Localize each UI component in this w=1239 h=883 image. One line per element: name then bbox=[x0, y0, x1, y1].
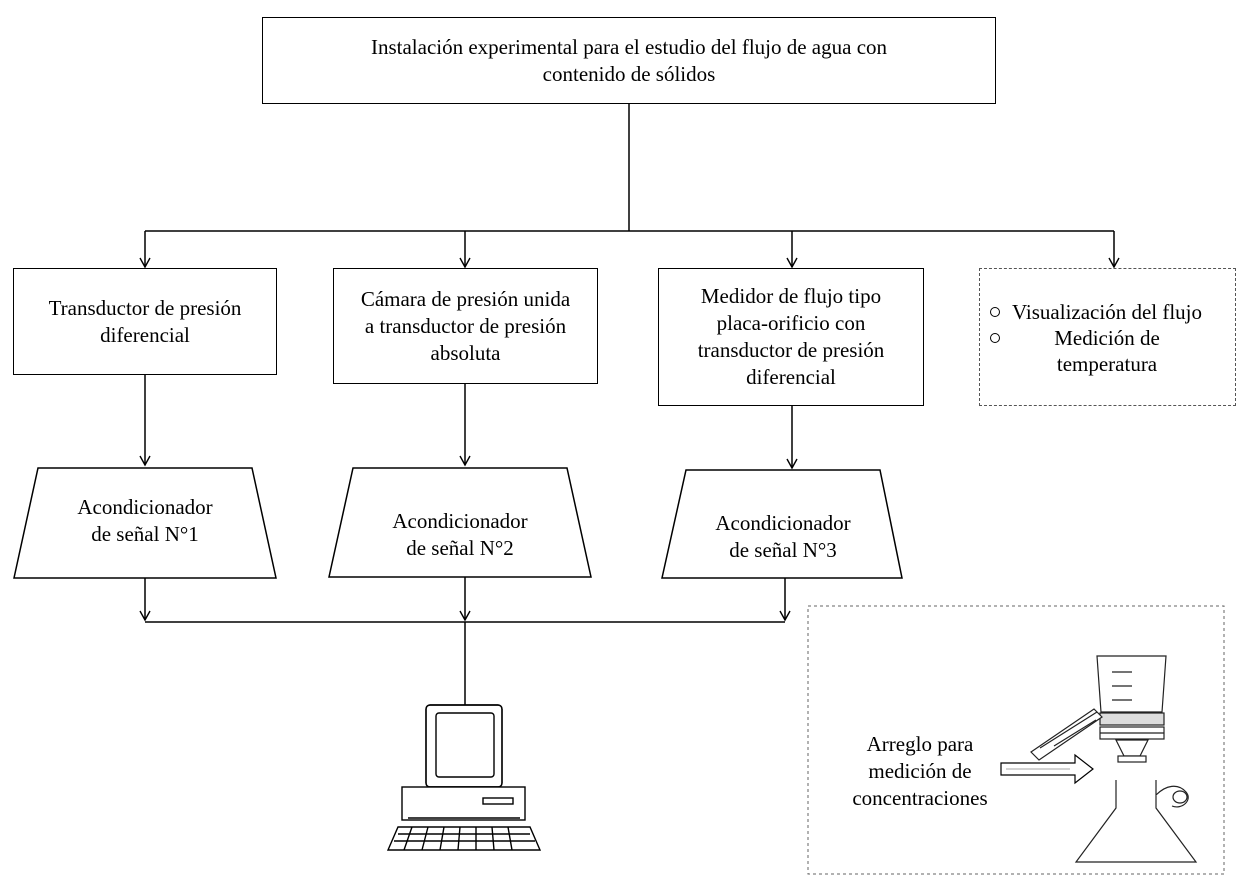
conditioner-3-line-1: Acondicionador bbox=[715, 511, 851, 535]
experimental-setup-title-line-1: Instalación experimental para el estudio… bbox=[370, 34, 888, 59]
conditioner-1-line-1: Acondicionador bbox=[77, 495, 213, 519]
concentration-setup-line-1: Arreglo para bbox=[866, 732, 974, 756]
differential-pressure-transducer-box: Transductor de presión diferencial bbox=[13, 268, 277, 375]
concentration-setup-line-2: medición de bbox=[868, 759, 972, 783]
conditioner-2-shape bbox=[328, 467, 592, 578]
concentration-setup-label: Arreglo para medición de concentraciones bbox=[832, 731, 1008, 812]
conditioner-1-label: Acondicionador de señal N°1 bbox=[40, 494, 250, 548]
hollow-arrow-icon bbox=[1000, 753, 1094, 785]
sensor-3-line-2: placa-orificio con bbox=[716, 311, 866, 335]
extras-item-3-text: temperatura bbox=[1056, 352, 1158, 376]
concentration-setup-line-3: concentraciones bbox=[852, 786, 988, 810]
conditioner-1-shape bbox=[13, 467, 277, 579]
conditioner-3-line-2: de señal N°3 bbox=[729, 538, 837, 562]
desktop-computer-icon bbox=[386, 704, 542, 851]
conditioner-2-label: Acondicionador de señal N°2 bbox=[355, 508, 565, 562]
conditioner-3-shape bbox=[661, 469, 903, 579]
sensor-2-line-1: Cámara de presión unida bbox=[360, 286, 571, 311]
absolute-pressure-chamber-box: Cámara de presión unida a transductor de… bbox=[333, 268, 598, 384]
orifice-plate-flowmeter-box: Medidor de flujo tipo placa-orificio con… bbox=[658, 268, 924, 406]
bullet-circle-icon bbox=[990, 307, 1000, 317]
sensor-2-line-2: a transductor de presión bbox=[364, 313, 567, 338]
sensor-3-line-4: diferencial bbox=[746, 365, 836, 389]
extras-item-1-text: Visualización del flujo bbox=[1012, 300, 1203, 324]
experimental-setup-box: Instalación experimental para el estudio… bbox=[262, 17, 996, 104]
vacuum-filtration-flask-icon bbox=[1030, 655, 1198, 863]
conditioner-2-line-2: de señal N°2 bbox=[406, 536, 514, 560]
conditioner-2-line-1: Acondicionador bbox=[392, 509, 528, 533]
sensor-1-line-2: diferencial bbox=[100, 322, 190, 347]
experimental-setup-title-line-2: contenido de sólidos bbox=[542, 61, 716, 86]
conditioner-1-line-2: de señal N°1 bbox=[91, 522, 199, 546]
sensor-3-line-1: Medidor de flujo tipo bbox=[700, 284, 882, 308]
conditioner-3-label: Acondicionador de señal N°3 bbox=[685, 510, 881, 564]
sensor-1-line-1: Transductor de presión bbox=[48, 295, 242, 320]
extras-item-2-text: Medición de bbox=[1054, 326, 1160, 350]
sensor-3-line-3: transductor de presión bbox=[697, 338, 885, 362]
sensor-2-line-3: absoluta bbox=[430, 340, 501, 365]
extras-item-visualization: Visualización del flujo bbox=[988, 299, 1202, 325]
bullet-circle-icon bbox=[990, 333, 1000, 343]
